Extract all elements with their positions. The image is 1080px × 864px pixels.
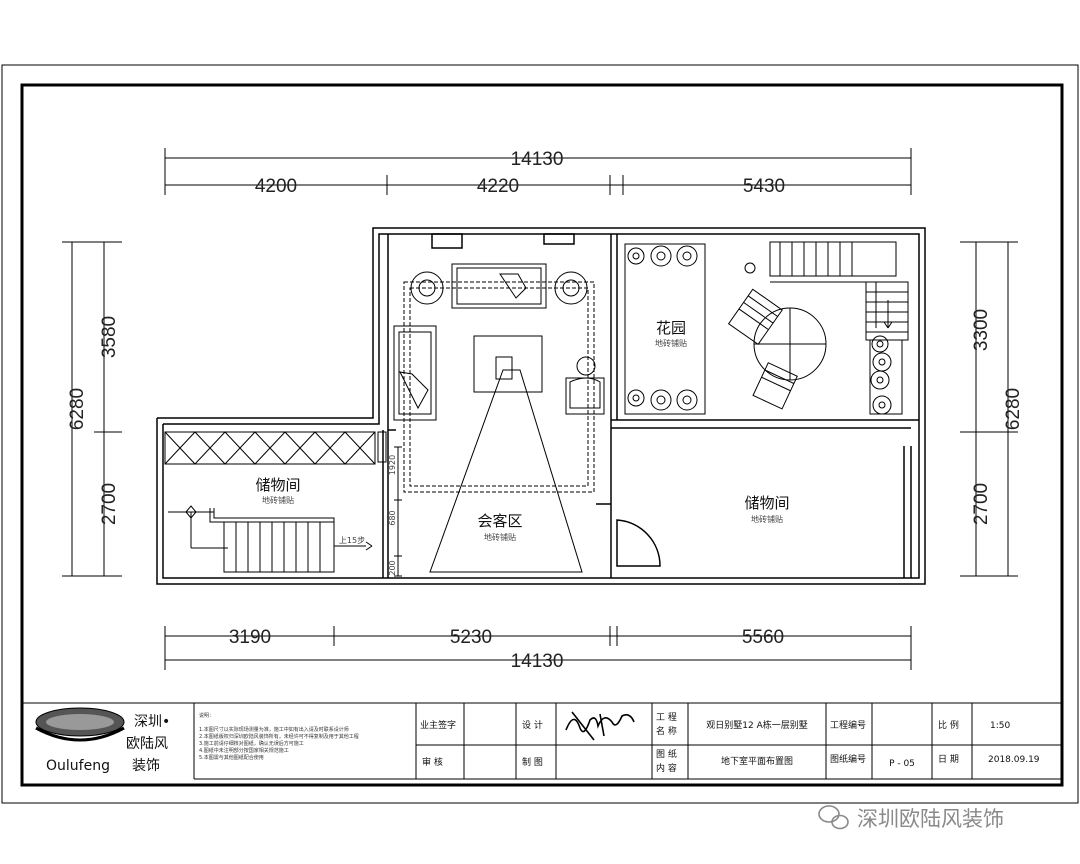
note-line-1: 1.本图尺寸以实际现场测量为准，施工中如有出入请及时联系设计师: [199, 726, 349, 733]
storage-shelving: [164, 431, 387, 465]
dim-bottom-seg-3: 5560: [742, 627, 784, 648]
company-name-line1: 深圳•: [134, 714, 170, 730]
dim-small-1920: 1920: [388, 455, 397, 475]
note-line-3: 3.施工前请仔细核对图纸，确认无误后方可施工: [199, 740, 304, 747]
designer-signature: [565, 711, 635, 741]
dim-left-seg-1: 3580: [99, 316, 120, 358]
garden-plants: [624, 243, 756, 415]
top-dimensions: [164, 148, 912, 195]
date-label: 日 期: [938, 754, 959, 765]
company-name-line3: 装饰: [132, 758, 160, 774]
dim-right-seg-1: 3300: [971, 309, 992, 351]
dim-top-total: 14130: [511, 149, 564, 170]
scale-value: 1:50: [990, 721, 1010, 731]
dim-small-200: 200: [388, 560, 397, 575]
right-stair-and-table: [727, 241, 909, 415]
walls: [156, 227, 926, 585]
dim-bottom-seg-1: 3190: [229, 627, 271, 648]
review-label: 审 核: [422, 756, 443, 768]
room-storage-right-floor: 地砖铺贴: [751, 514, 783, 524]
note-line-4: 4.图纸中未注明部分按国家相关规范施工: [199, 747, 289, 754]
dim-bottom-seg-2: 5230: [450, 627, 492, 648]
bottom-dimensions: [164, 626, 912, 670]
room-storage-left-floor: 地砖铺贴: [262, 495, 294, 505]
room-garden-floor: 地砖铺贴: [655, 338, 687, 348]
room-storage-left: 储物间: [255, 476, 300, 494]
drawing-no-label: 图纸编号: [830, 753, 866, 765]
notes-title: 说明：: [199, 712, 214, 719]
dim-right-total: 6280: [1003, 388, 1024, 430]
project-name-label-1: 工 程: [656, 712, 677, 723]
draft-label: 制 图: [522, 756, 543, 768]
owner-sign-label: 业主签字: [420, 719, 456, 731]
title-block-grid: [21, 702, 1063, 786]
dim-top-seg-3: 5430: [743, 176, 785, 197]
dim-small-680: 680: [388, 510, 397, 525]
right-dimensions: [960, 241, 1018, 577]
drawing-content-label-2: 内 容: [656, 762, 677, 774]
watermark-text: 深圳欧陆风装饰: [857, 807, 1004, 831]
dim-bottom-total: 14130: [511, 651, 564, 672]
company-logo: [35, 707, 125, 742]
drawing-content: 地下室平面布置图: [721, 755, 793, 767]
left-dimensions: [62, 241, 122, 577]
note-line-2: 2.本图纸版权归深圳欧陆风装饰所有，未经许可不得复制及用于其他工程: [199, 733, 359, 740]
scale-label: 比 例: [938, 719, 959, 731]
design-label: 设 计: [522, 719, 543, 731]
project-no-label: 工程编号: [830, 719, 866, 731]
project-name-label-2: 名 称: [656, 725, 677, 737]
logo-brand-text: Oulufeng: [46, 758, 110, 774]
wechat-icon: [818, 805, 849, 830]
dim-top-seg-1: 4200: [255, 176, 297, 197]
stair-up-label: 上15步: [339, 536, 365, 545]
note-line-5: 5.本图需与其他图纸配合使用: [199, 754, 264, 761]
dim-top-seg-2: 4220: [477, 176, 519, 197]
dim-right-seg-2: 2700: [971, 483, 992, 525]
reception-furniture: [393, 263, 605, 577]
dim-left-total: 6280: [67, 388, 88, 430]
date-value: 2018.09.19: [988, 755, 1040, 765]
room-reception-floor: 地砖铺贴: [484, 532, 516, 542]
project-name: 观日别墅12 A栋一层别墅: [706, 719, 807, 731]
room-reception: 会客区: [477, 512, 522, 530]
room-storage-right: 储物间: [744, 494, 789, 512]
drawing-content-label-1: 图 纸: [656, 748, 677, 760]
company-name-line2: 欧陆风: [126, 736, 168, 752]
room-garden: 花园: [656, 319, 686, 337]
left-staircase: [168, 505, 373, 573]
drawing-no: P - 05: [889, 759, 915, 769]
dim-left-seg-2: 2700: [99, 483, 120, 525]
